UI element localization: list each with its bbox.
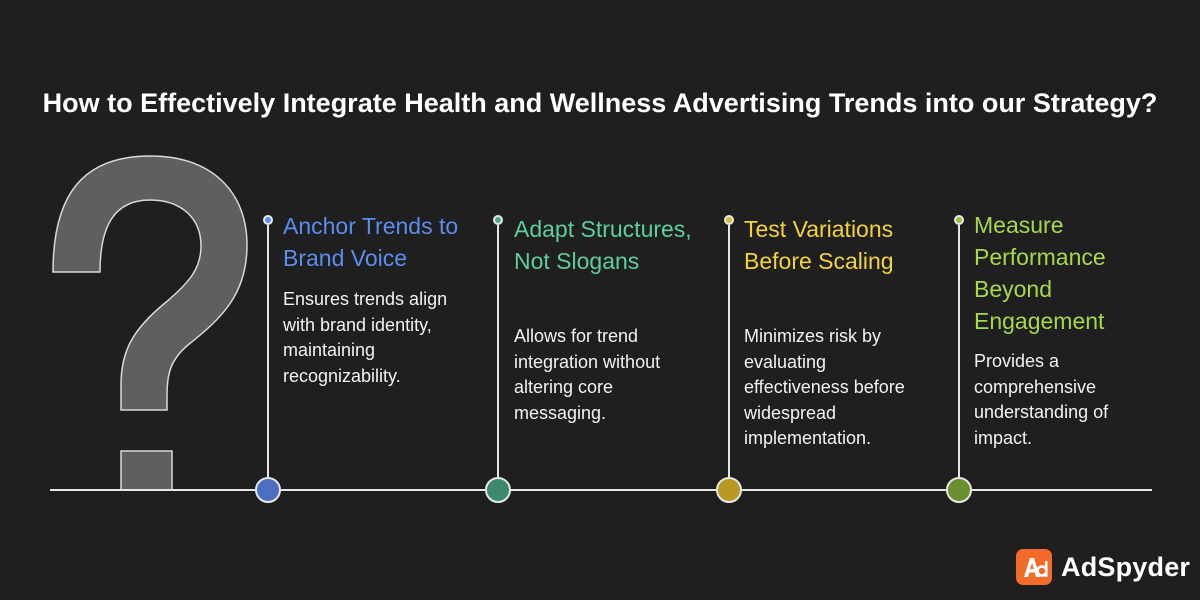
step-4-marker bbox=[946, 477, 972, 503]
step-4-title: Measure Performance Beyond Engagement bbox=[974, 212, 1106, 334]
step-4-marker-small bbox=[954, 215, 964, 225]
step-3-connector bbox=[728, 225, 730, 478]
question-mark-icon bbox=[52, 155, 248, 491]
step-2-title: Adapt Structures, Not Slogans bbox=[514, 216, 692, 274]
step-2-marker-small bbox=[493, 215, 503, 225]
step-1-marker bbox=[255, 477, 281, 503]
step-4-connector bbox=[958, 225, 960, 478]
step-1-description: Ensures trends align with brand identity… bbox=[283, 289, 448, 386]
step-1-connector bbox=[267, 225, 269, 478]
page-title: How to Effectively Integrate Health and … bbox=[42, 88, 1158, 118]
step-2-connector bbox=[497, 225, 499, 478]
step-3-title: Test Variations Before Scaling bbox=[744, 216, 894, 274]
timeline-axis bbox=[50, 489, 1152, 491]
step-1-marker-small bbox=[263, 215, 273, 225]
adspyder-logo-icon bbox=[1016, 549, 1052, 585]
step-1-title: Anchor Trends to Brand Voice bbox=[283, 213, 459, 271]
step-3-description: Minimizes risk by evaluating effectivene… bbox=[744, 326, 905, 448]
brand-name: AdSpyder bbox=[1061, 552, 1191, 582]
step-2-marker bbox=[485, 477, 511, 503]
step-4-description: Provides a comprehensive understanding o… bbox=[974, 351, 1109, 448]
step-3-marker bbox=[716, 477, 742, 503]
step-2-description: Allows for trend integration without alt… bbox=[514, 326, 661, 423]
step-3-marker-small bbox=[724, 215, 734, 225]
